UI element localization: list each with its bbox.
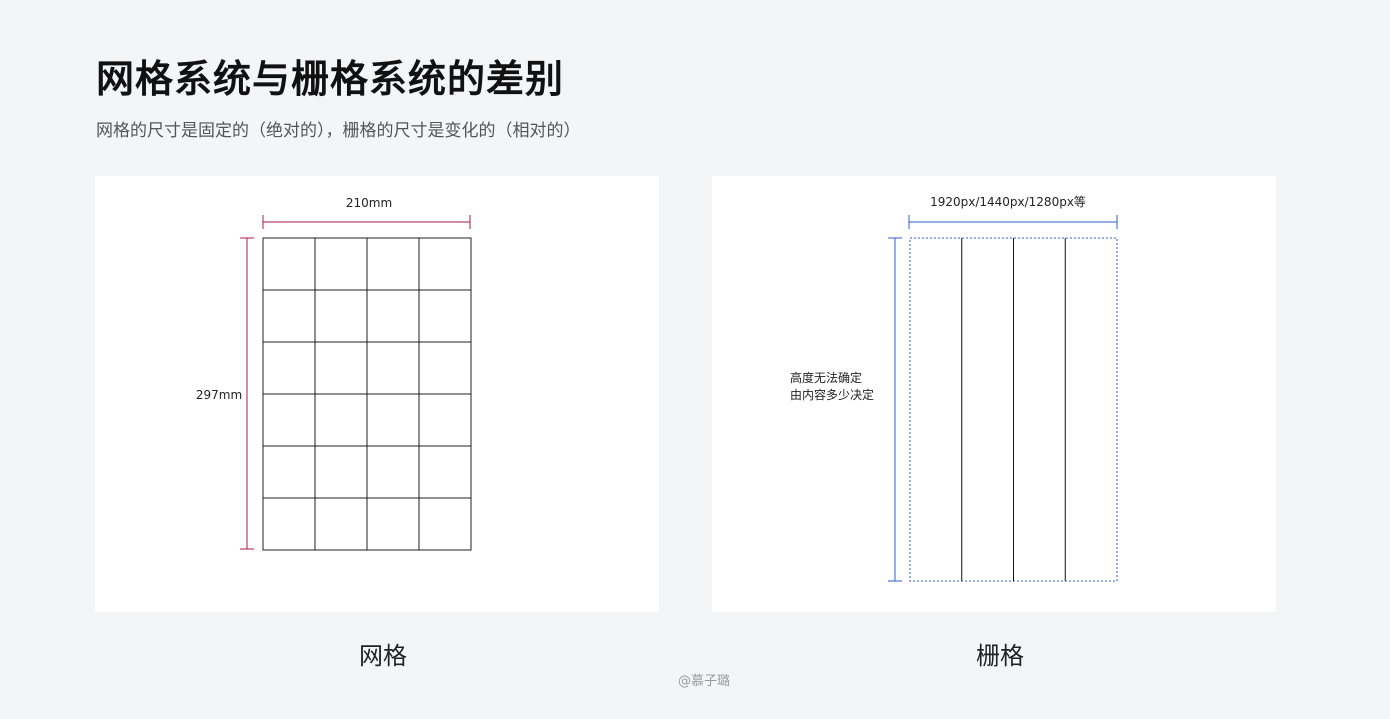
grid-cell — [262, 237, 316, 291]
column-width-dimension-line — [908, 215, 1118, 229]
grid-diagram: 210mm 297mm — [196, 196, 472, 551]
grid-cell — [314, 341, 368, 395]
page-title: 网格系统与栅格系统的差别 — [96, 56, 565, 101]
column-diagram: 1920px/1440px/1280px等 高度无法确定 由内容多少决定 — [790, 195, 1118, 582]
grid-cell — [366, 445, 420, 499]
grid-cell — [262, 341, 316, 395]
watermark: @慕子璐 — [677, 674, 730, 689]
column-width-label: 1920px/1440px/1280px等 — [930, 195, 1086, 209]
grid-cell — [314, 445, 368, 499]
grid-system-panel: 210mm 297mm — [95, 176, 659, 612]
grid-cell — [314, 289, 368, 343]
grid-cell — [366, 341, 420, 395]
grid-cell — [418, 289, 472, 343]
grid-cell — [262, 445, 316, 499]
grid-cell — [366, 393, 420, 447]
grid-cell — [418, 237, 472, 291]
grid-cell — [366, 497, 420, 551]
grid-cell — [418, 341, 472, 395]
grid-cell — [366, 237, 420, 291]
grid-cell — [418, 445, 472, 499]
grid-cell — [418, 393, 472, 447]
grid-height-dimension-line — [240, 237, 254, 550]
grid-cell — [314, 237, 368, 291]
grid-cell — [262, 289, 316, 343]
grid-height-label: 297mm — [196, 388, 242, 402]
page-subtitle: 网格的尺寸是固定的（绝对的），栅格的尺寸是变化的（相对的） — [96, 121, 581, 141]
column-system-panel: 1920px/1440px/1280px等 高度无法确定 由内容多少决定 — [712, 176, 1276, 612]
grid-cell — [262, 393, 316, 447]
height-note-line-1: 高度无法确定 — [790, 370, 862, 385]
grid-width-dimension-line — [262, 215, 471, 229]
column-caption: 栅格 — [976, 642, 1024, 670]
column-boxes — [909, 237, 1118, 582]
grid-cell — [366, 289, 420, 343]
grid-cell — [314, 497, 368, 551]
height-note-line-2: 由内容多少决定 — [790, 387, 874, 402]
grid-caption: 网格 — [359, 642, 407, 670]
grid-width-label: 210mm — [346, 196, 392, 210]
column-height-dimension-line — [888, 237, 902, 582]
grid-cell — [262, 497, 316, 551]
grid-cell — [314, 393, 368, 447]
grid-cell — [418, 497, 472, 551]
grid-cells — [262, 237, 472, 551]
